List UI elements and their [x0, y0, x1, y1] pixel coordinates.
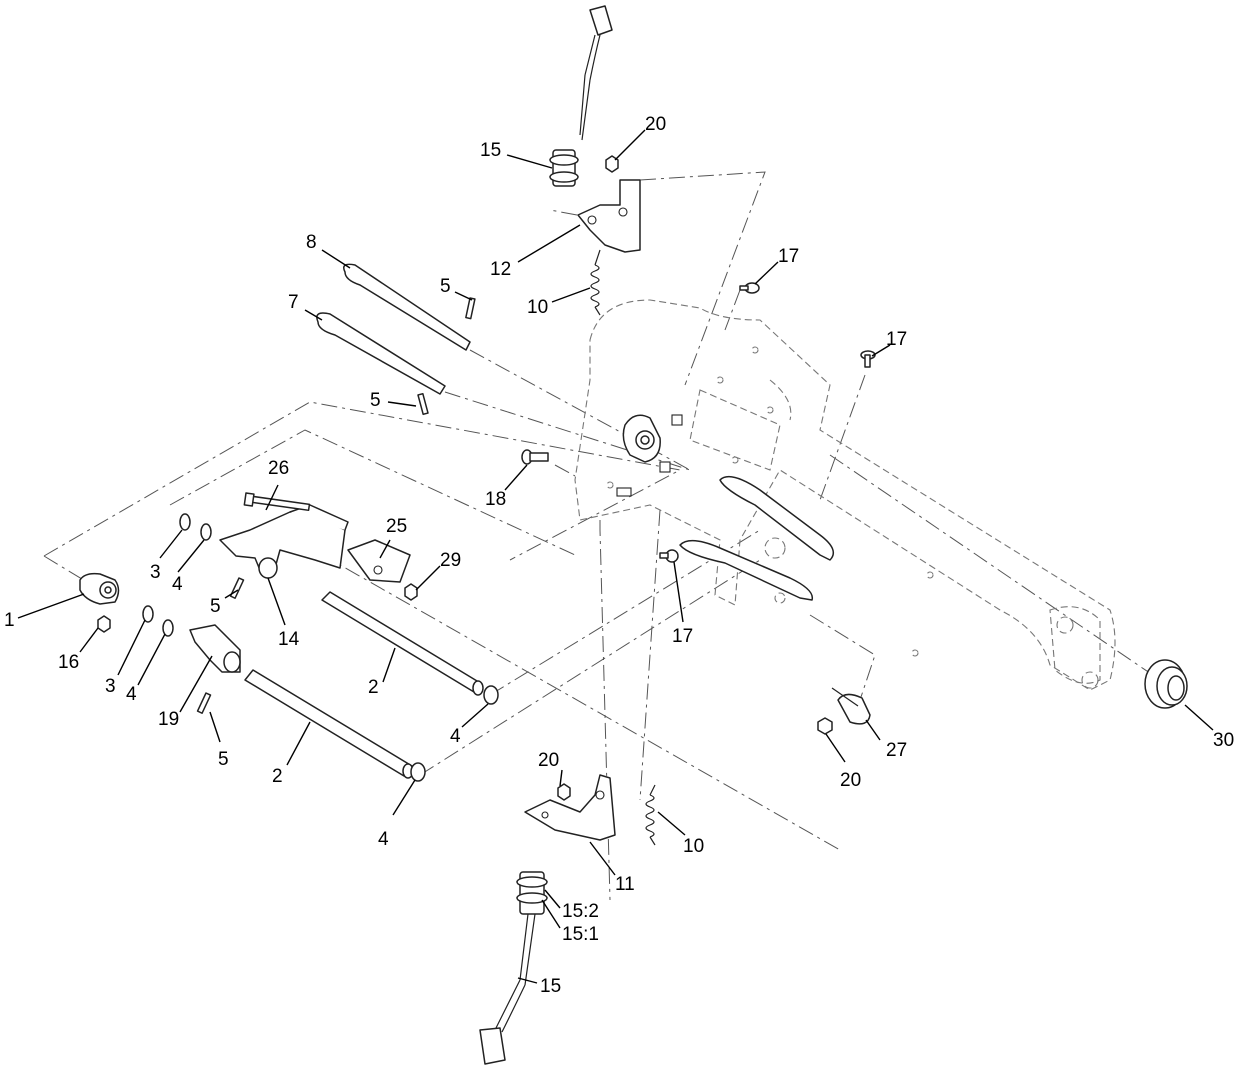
part-29-nut — [404, 583, 418, 601]
part-12-upper-bracket — [577, 179, 641, 253]
part-18-bolt — [521, 449, 549, 465]
callout-15-1: 15:1 — [562, 924, 599, 945]
callout-10-upper: 10 — [527, 297, 548, 318]
shafts-2 — [244, 591, 484, 779]
callout-20-lower: 20 — [538, 750, 559, 771]
callout-12: 12 — [490, 259, 511, 280]
part-20-clip-nut — [817, 717, 833, 735]
callout-14: 14 — [278, 629, 300, 650]
callout-19: 19 — [158, 709, 179, 730]
part-7-rod — [316, 312, 446, 395]
chassis-frame — [574, 299, 1116, 691]
part-14-upper-lever — [219, 504, 349, 579]
washers-upper — [142, 513, 212, 637]
callout-4-shaft-lower: 4 — [378, 829, 389, 850]
callout-11: 11 — [615, 874, 635, 895]
callout-3-upper: 3 — [150, 562, 161, 583]
callout-18: 18 — [485, 489, 506, 510]
callout-27: 27 — [886, 740, 907, 761]
pins-5 — [196, 297, 476, 714]
callout-5-rod-lower: 5 — [370, 390, 381, 411]
callout-26: 26 — [268, 458, 289, 479]
callout-2-upper: 2 — [368, 677, 379, 698]
callout-20-clip: 20 — [840, 770, 861, 791]
part-10-lower-spring — [645, 784, 656, 846]
part-20-lower-nut — [557, 783, 571, 801]
washers-shaft-ends — [410, 685, 499, 782]
part-16-nut — [97, 615, 111, 633]
callout-4-shaft-upper: 4 — [450, 726, 461, 747]
callout-labels: 1 16 3 4 3 4 19 5 5 14 26 25 29 2 2 4 4 … — [4, 114, 1234, 997]
fasteners-17 — [659, 282, 876, 563]
callout-15-lower: 15 — [540, 976, 561, 997]
part-15-lower-sensor — [479, 871, 548, 1065]
callout-2-lower: 2 — [272, 766, 283, 787]
callout-5-rod-upper: 5 — [440, 276, 451, 297]
part-30-bushing — [1144, 659, 1188, 709]
callout-4-lower: 4 — [126, 684, 137, 705]
part-26-bolt — [243, 492, 311, 512]
callout-17-right: 17 — [886, 329, 907, 350]
callout-15-upper: 15 — [480, 140, 501, 161]
part-10-upper-spring — [590, 249, 601, 316]
part-8-rod — [343, 263, 471, 351]
callout-17-lower: 17 — [672, 626, 693, 647]
callout-7: 7 — [288, 292, 299, 313]
callout-3-lower: 3 — [105, 676, 116, 697]
callout-1: 1 — [4, 610, 15, 631]
assembly-guide-lines — [43, 171, 1161, 901]
callout-30: 30 — [1213, 730, 1234, 751]
part-1-pivot-block — [79, 572, 120, 605]
callout-4-upper: 4 — [172, 574, 183, 595]
part-19-lower-lever — [189, 624, 241, 673]
callout-17-upper: 17 — [778, 246, 799, 267]
frame-handle-rods — [679, 475, 835, 601]
part-11-lower-bracket — [524, 774, 616, 841]
part-15-upper-sensor — [549, 5, 613, 187]
callout-5-lower: 5 — [218, 749, 229, 770]
leader-lines — [17, 129, 1214, 984]
callout-25: 25 — [386, 516, 407, 537]
part-25-pad-plate — [347, 539, 411, 583]
callout-15-2: 15:2 — [562, 901, 599, 922]
callout-8: 8 — [306, 232, 317, 253]
callout-16: 16 — [58, 652, 79, 673]
callout-29: 29 — [440, 550, 461, 571]
callout-5-lever: 5 — [210, 596, 221, 617]
part-27-clip — [831, 687, 871, 725]
callout-10-lower: 10 — [683, 836, 704, 857]
frame-pivot-plate — [616, 414, 683, 497]
callout-20-upper: 20 — [645, 114, 666, 135]
